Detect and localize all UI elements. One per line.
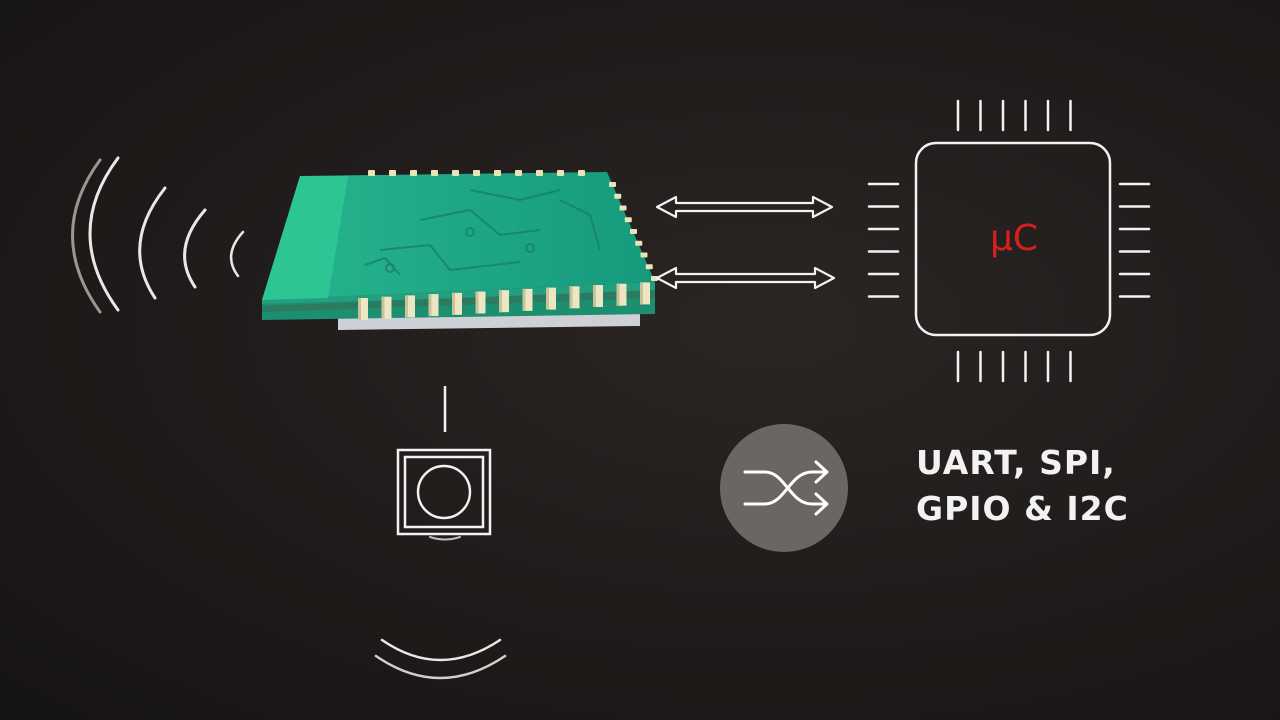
pcb-pin bbox=[410, 170, 417, 176]
bluetooth-module-pcb bbox=[262, 170, 658, 330]
interfaces-line-2: GPIO & I2C bbox=[916, 489, 1129, 528]
pcb-pin bbox=[609, 182, 616, 187]
pcb-pin bbox=[452, 292, 462, 315]
wireless-waves-icon bbox=[71, 156, 245, 314]
pcb-pin bbox=[473, 170, 480, 176]
push-button-icon bbox=[396, 386, 492, 536]
pcb-pin bbox=[515, 170, 522, 176]
pcb-pin bbox=[536, 170, 543, 176]
pcb-pin bbox=[431, 170, 438, 176]
pcb-pin bbox=[557, 170, 564, 176]
pcb-pin bbox=[546, 287, 556, 310]
pcb-pin bbox=[619, 205, 627, 211]
pcb-pin bbox=[645, 264, 653, 270]
pcb-pin bbox=[494, 170, 501, 176]
data-link-arrows bbox=[655, 195, 836, 290]
protocol-switch bbox=[720, 424, 848, 552]
pcb-pin bbox=[405, 295, 415, 318]
sound-waves-icon bbox=[374, 536, 507, 680]
pcb-pin bbox=[569, 286, 580, 309]
bidirectional-arrow-top bbox=[655, 195, 834, 219]
microcontroller-label: µC bbox=[990, 218, 1038, 259]
pcb-pin bbox=[389, 170, 396, 176]
shuffle-icon bbox=[743, 460, 829, 516]
pcb-pin bbox=[635, 240, 643, 246]
pcb-pin bbox=[616, 283, 627, 306]
pcb-pin bbox=[499, 290, 509, 313]
pcb-pin bbox=[593, 285, 603, 307]
pcb-pin bbox=[522, 288, 533, 311]
pcb-pin bbox=[578, 170, 585, 176]
interfaces-line-1: UART, SPI, bbox=[916, 443, 1116, 482]
interfaces-label: UART, SPI, GPIO & I2C bbox=[916, 440, 1129, 532]
bidirectional-arrow-bottom bbox=[655, 266, 836, 290]
pcb-pin bbox=[368, 170, 375, 176]
pcb-pin bbox=[614, 193, 622, 199]
pcb-pin bbox=[640, 252, 648, 258]
microcontroller-chip-icon bbox=[867, 99, 1151, 383]
pcb-pin bbox=[428, 294, 439, 317]
pcb-pin bbox=[640, 282, 650, 305]
pcb-pin bbox=[452, 170, 459, 176]
pcb-pin bbox=[475, 291, 486, 314]
pcb-pin bbox=[624, 217, 632, 223]
pcb-pin bbox=[381, 296, 392, 319]
pcb-pin bbox=[630, 229, 637, 234]
pcb-pin bbox=[358, 298, 368, 320]
